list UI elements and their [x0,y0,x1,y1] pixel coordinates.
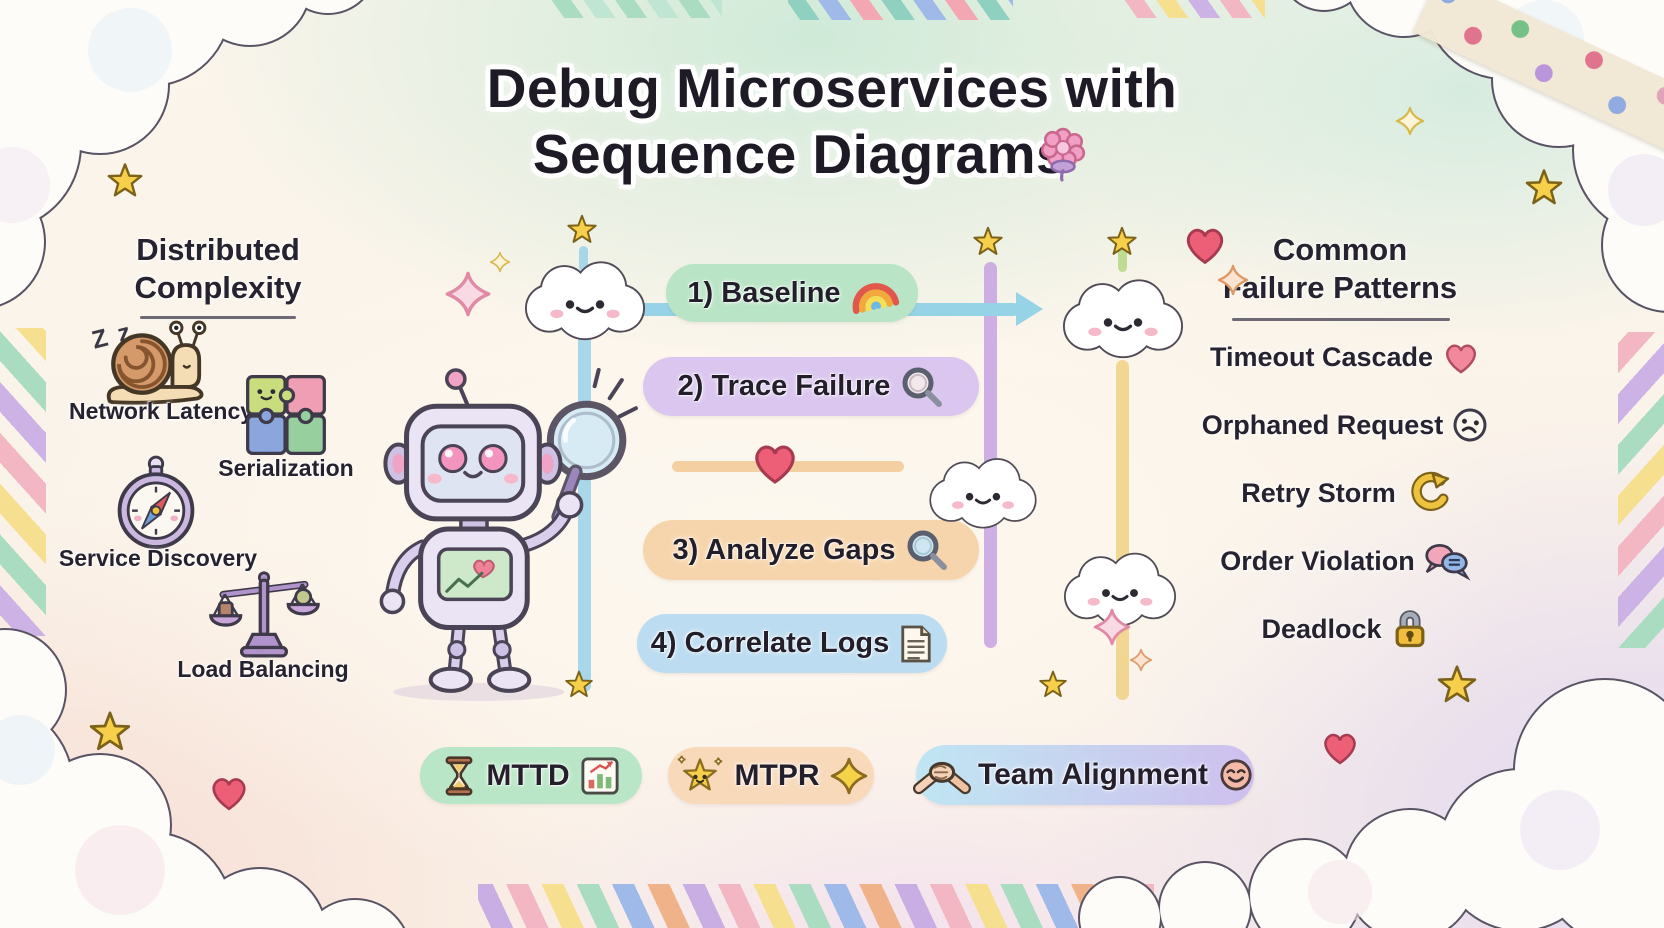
document-icon [901,625,931,662]
bar-chart-icon [581,756,619,795]
star-icon [567,214,597,243]
heart-icon [1186,228,1224,265]
lifeline-right-stub [1118,246,1127,272]
metric-pill-mttd: MTTD [420,747,642,804]
sparkle-icon [1093,608,1131,646]
step-label: 4) Correlate Logs [650,627,890,659]
rainbow-icon [852,283,899,315]
arrow-right-head [1016,292,1043,326]
corner-cloud-top-left [0,0,364,307]
handshake-icon [912,761,972,795]
puzzle-icon [246,375,326,455]
sparkle-icon [1217,264,1249,296]
right-panel-heading-line2: Failure Patterns [1222,270,1458,305]
right-edge-stripes [1618,332,1664,648]
right-panel-underline [1232,318,1450,321]
snail-icon [106,320,207,405]
metric-label: Team Alignment [977,758,1209,791]
sparkle-icon [830,757,867,794]
heart-icon [755,445,795,484]
left-panel-heading-line2: Complexity [134,270,302,305]
failure-item-orphaned-request: Orphaned Request [1155,396,1535,454]
lifeline-left-stub [579,246,588,272]
failure-label: Order Violation [1220,545,1415,576]
cloud-service-icon [525,261,645,341]
left-item-label: Load Balancing [177,656,349,682]
compass-icon [117,455,195,549]
step-pill-baseline: 1) Baseline [666,264,918,322]
lifeline-right [1116,360,1129,700]
retry-arrow-icon [1411,471,1450,511]
left-item-label: Serialization [218,455,354,481]
metric-pill-mtpr: MTPR [668,747,874,804]
star-icon [973,226,1003,255]
speech-bubbles-icon [1425,543,1471,581]
scales-icon [209,571,320,658]
right-panel-heading-line1: Common [1272,232,1408,267]
metric-label: MTPR [734,758,820,792]
top-edge-stripes-middle [788,0,1013,20]
star-icon [565,670,593,698]
step-label: 1) Baseline [687,276,841,309]
heart-icon [1324,733,1356,765]
left-item-label: Service Discovery [58,545,258,571]
step-label: 2) Trace Failure [677,370,891,402]
magnifier-icon [902,367,943,407]
corner-cloud-bottom-left [0,628,406,928]
page-title-line1: Debug Microservices with [486,57,1178,119]
failure-item-timeout-cascade: Timeout Cascade [1155,328,1535,386]
failure-label: Orphaned Request [1201,409,1444,440]
star-face-icon [677,755,722,791]
failure-pattern-list: Timeout Cascade Orphaned Request Retry S… [1155,328,1535,658]
corner-cloud-bottom-right [1078,678,1664,928]
robot-with-magnifier-icon [379,368,638,701]
failure-item-retry-storm: Retry Storm [1155,464,1535,522]
left-panel-underline [140,316,296,319]
magnifier-icon [907,530,948,570]
top-edge-stripes-left [552,0,722,18]
step-pill-analyze-gaps: 3) Analyze Gaps [643,520,979,580]
step-pill-correlate-logs: 4) Correlate Logs [637,614,947,673]
hourglass-icon [445,755,473,796]
metric-pill-team-alignment: Team Alignment [912,745,1254,805]
step-label: 3) Analyze Gaps [672,533,896,566]
cloud-service-icon [1064,552,1176,627]
smiley-icon [1220,759,1252,791]
failure-label: Retry Storm [1241,477,1396,508]
metric-label: MTTD [486,758,570,792]
star-icon [89,711,131,751]
flower-icon [1040,127,1086,182]
failure-label: Timeout Cascade [1209,341,1434,372]
step-pill-trace-failure: 2) Trace Failure [643,357,979,416]
cloud-service-icon [1063,279,1183,359]
heart-icon [212,778,246,811]
sparkle-icon [1129,648,1153,672]
heart-icon [1446,344,1476,374]
star-icon [1437,665,1477,703]
star-icon [1525,169,1563,205]
page-title-line2: Sequence Diagrams [532,123,1068,185]
lock-icon [1395,610,1424,648]
failure-item-order-violation: Order Violation [1155,532,1535,590]
star-icon [1107,226,1137,255]
sparkle-icon [445,271,491,317]
left-panel-heading-line1: Distributed [136,232,300,267]
sparkle-icon [1395,106,1425,136]
lifeline-middle [984,262,997,648]
cloud-service-icon [929,458,1037,529]
sad-face-icon [1453,408,1487,442]
failure-label: Deadlock [1261,613,1382,644]
sparkle-icon [489,251,511,273]
left-item-label: Network Latency [68,398,254,424]
star-icon [107,163,143,197]
failure-item-deadlock: Deadlock [1155,600,1535,658]
star-icon [1039,670,1067,698]
